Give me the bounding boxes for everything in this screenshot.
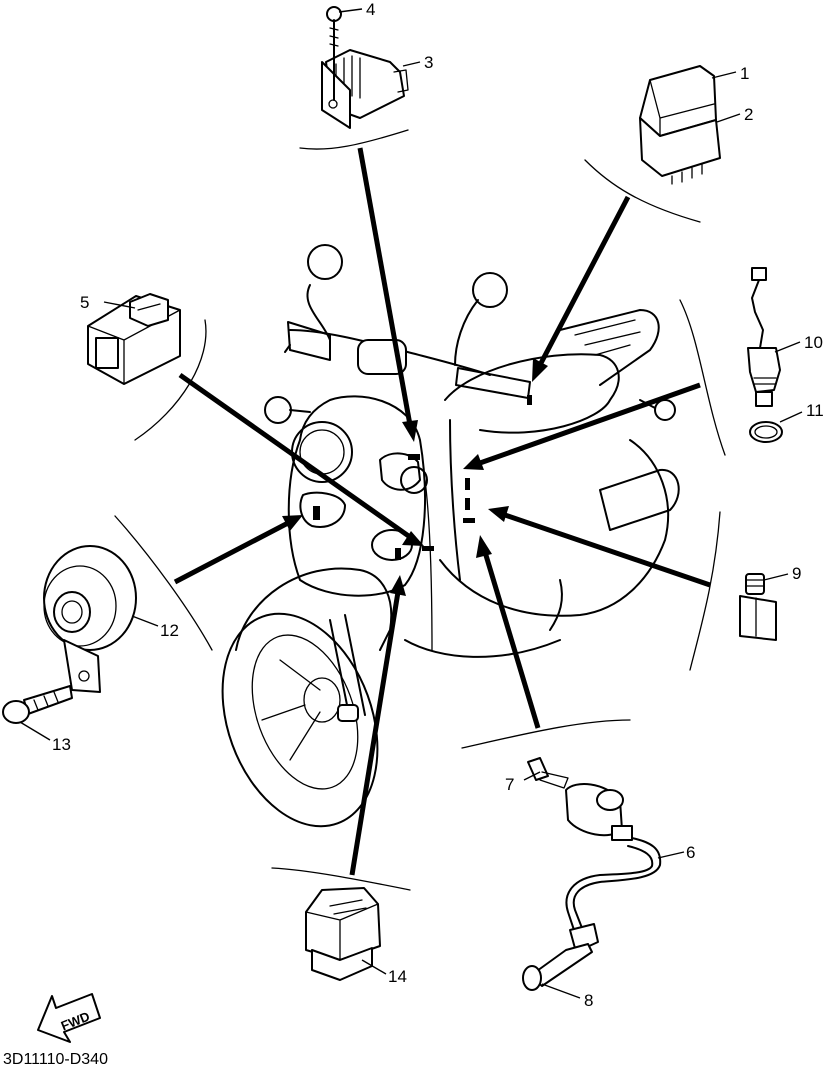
part-14-relay (305, 887, 381, 981)
part-9-switch (739, 573, 777, 641)
part-number-9: 9 (792, 564, 801, 583)
fwd-arrow: FWD (37, 993, 101, 1043)
part-number-1: 1 (740, 64, 749, 83)
part-number-4: 4 (366, 0, 375, 19)
part-number-6: 6 (686, 843, 695, 862)
part-number-8: 8 (584, 991, 593, 1010)
part-number-5: 5 (80, 293, 89, 312)
part-numbers: 1 2 3 4 5 6 7 8 9 10 11 12 13 14 (52, 0, 824, 1010)
part-12-13-horn (2, 545, 137, 724)
part-number-3: 3 (424, 53, 433, 72)
callout-lines (114, 129, 726, 891)
part-number-2: 2 (744, 105, 753, 124)
part-number-13: 13 (52, 735, 71, 754)
part-1-2-unit (639, 65, 721, 185)
part-3-4-rectifier (321, 6, 409, 129)
scooter-illustration (221, 244, 680, 828)
part-number-14: 14 (388, 967, 407, 986)
part-6-7-8-coil (522, 757, 662, 991)
part-number-12: 12 (160, 621, 179, 640)
part-number-7: 7 (505, 775, 514, 794)
leader-lines (19, 8, 803, 999)
part-number-10: 10 (804, 333, 823, 352)
part-5-connector (87, 293, 181, 385)
drawing-code: 3D11110-D340 (3, 1051, 108, 1068)
part-10-11-switch (747, 267, 783, 443)
part-number-11: 11 (806, 401, 824, 420)
